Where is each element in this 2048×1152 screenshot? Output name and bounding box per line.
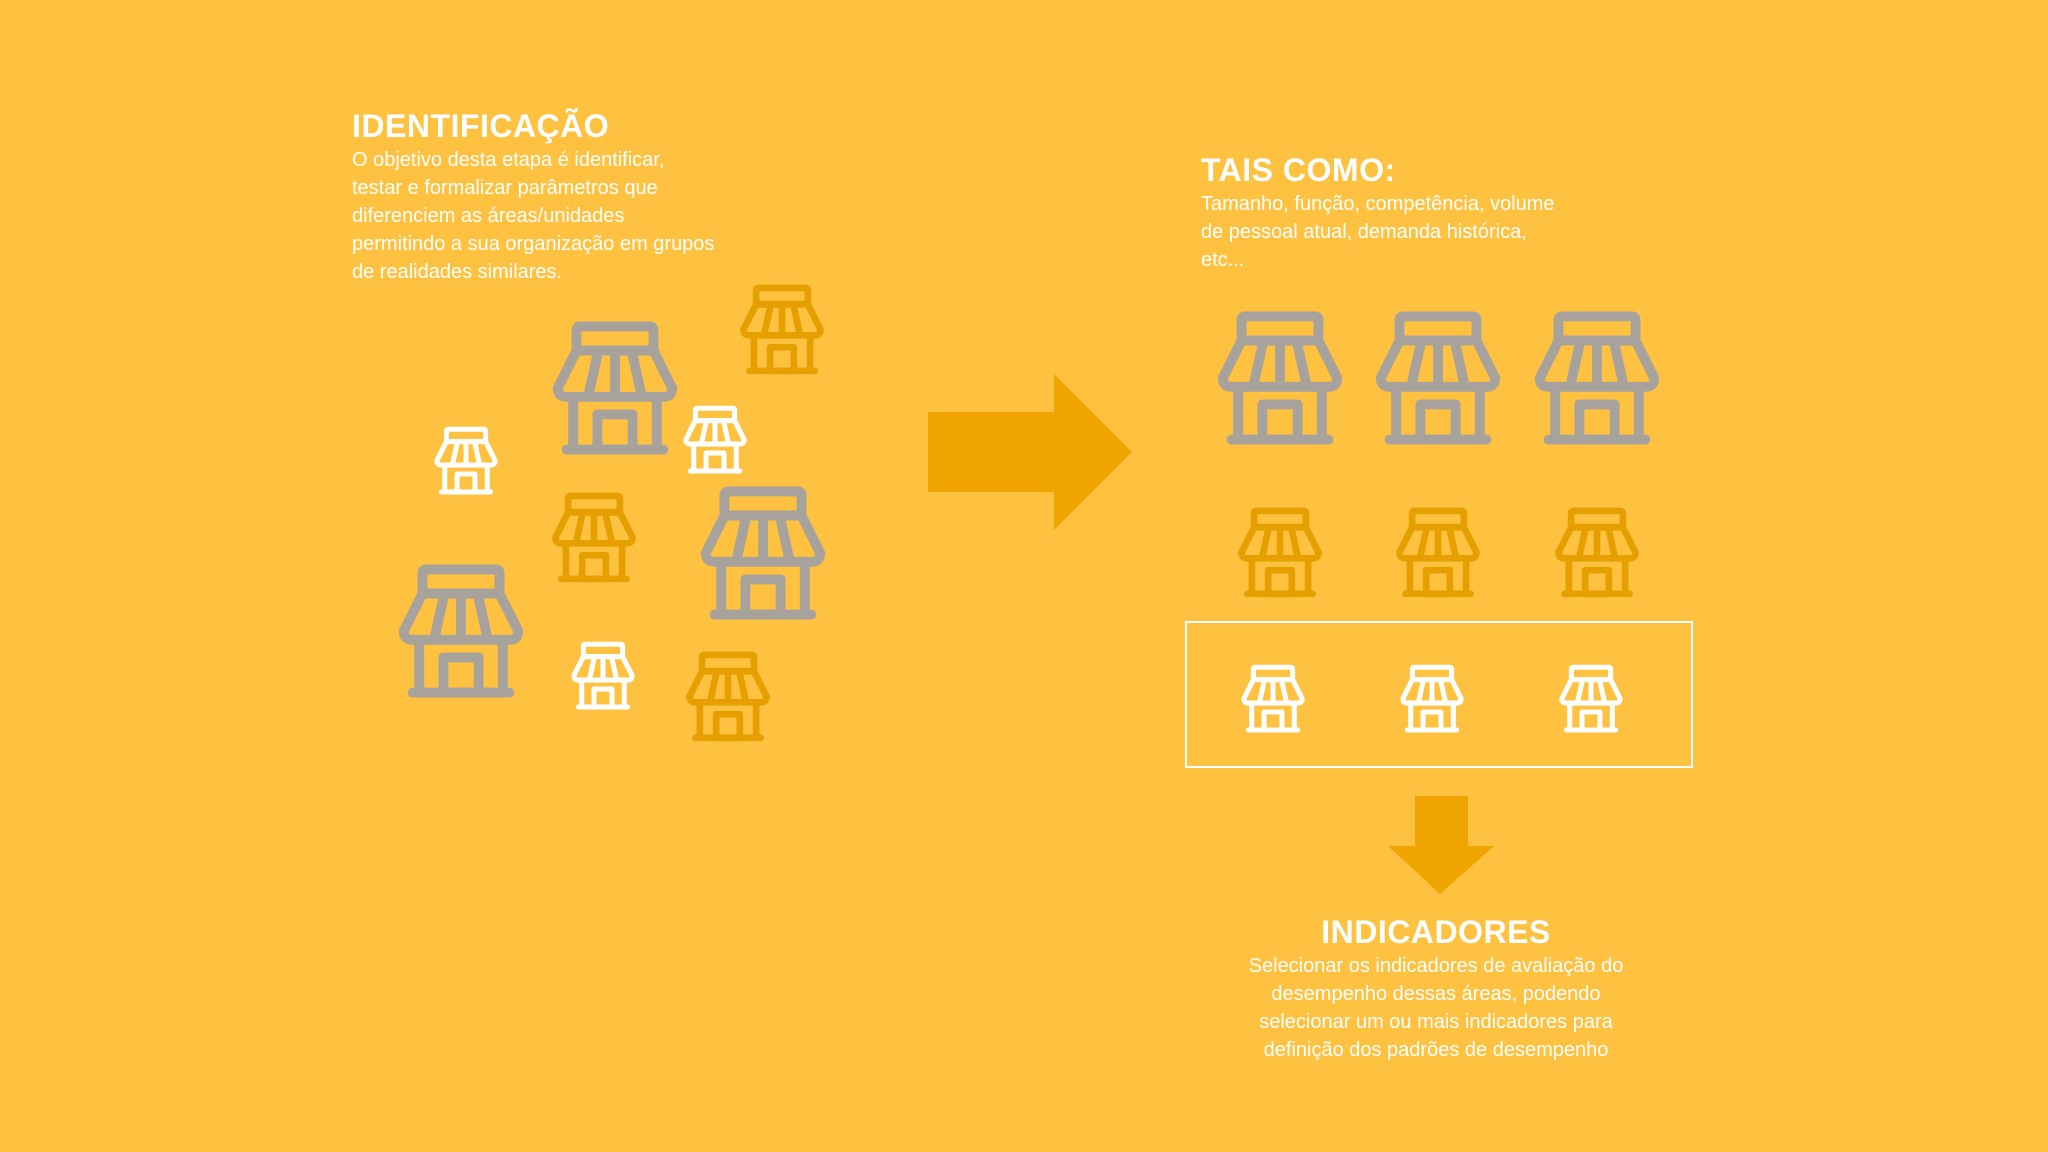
store-icon [700,486,826,620]
indicadores-description: Selecionar os indicadores de avaliação d… [1196,952,1676,1064]
identificacao-line: de realidades similares. [352,261,563,283]
indicadores-line: selecionar um ou mais indicadores para [1259,1011,1613,1033]
store-icon [1396,507,1480,598]
identificacao-line: O objetivo desta etapa é identificar, [352,149,665,171]
store-icon [1375,311,1501,445]
identificacao-line: permitindo a sua organização em grupos [352,233,715,255]
store-icon [1559,664,1623,733]
down-arrow-icon [1388,796,1494,894]
tais-como-title: TAIS COMO: [1201,152,1396,188]
tais-como-line: de pessoal atual, demanda histórica, [1201,221,1527,243]
indicadores-title: INDICADORES [1321,914,1551,950]
store-icon [686,651,770,742]
indicadores-line: Selecionar os indicadores de avaliação d… [1248,955,1624,977]
store-icon [1217,311,1343,445]
identificacao-title: IDENTIFICAÇÃO [352,108,610,144]
store-icon [571,641,635,710]
store-icon [552,492,636,583]
store-icon [434,426,498,495]
tais-como-description: Tamanho, função, competência, volume de … [1201,190,1621,274]
store-icon [740,284,824,375]
tais-como-line: etc... [1201,249,1245,271]
selected-group-frame [1185,621,1693,768]
store-icon [1238,507,1322,598]
identificacao-section: IDENTIFICAÇÃO O objetivo desta etapa é i… [352,106,772,286]
store-icon [1241,664,1305,733]
tais-como-line: Tamanho, função, competência, volume [1201,193,1555,215]
store-icon [1555,507,1639,598]
store-icon [552,321,678,455]
identificacao-line: testar e formalizar parâmetros que [352,177,658,199]
tais-como-section: TAIS COMO: Tamanho, função, competência,… [1201,150,1621,274]
store-icon [398,564,524,698]
store-icon [683,405,747,474]
indicadores-line: definição dos padrões de desempenho [1263,1039,1609,1061]
store-icon [1400,664,1464,733]
identificacao-description: O objetivo desta etapa é identificar, te… [352,146,772,286]
indicadores-line: desempenho dessas áreas, podendo [1271,983,1601,1005]
store-icon [1534,311,1660,445]
right-arrow-icon [928,374,1132,530]
indicadores-section: INDICADORES Selecionar os indicadores de… [1196,912,1676,1064]
identificacao-line: diferenciem as áreas/unidades [352,205,625,227]
